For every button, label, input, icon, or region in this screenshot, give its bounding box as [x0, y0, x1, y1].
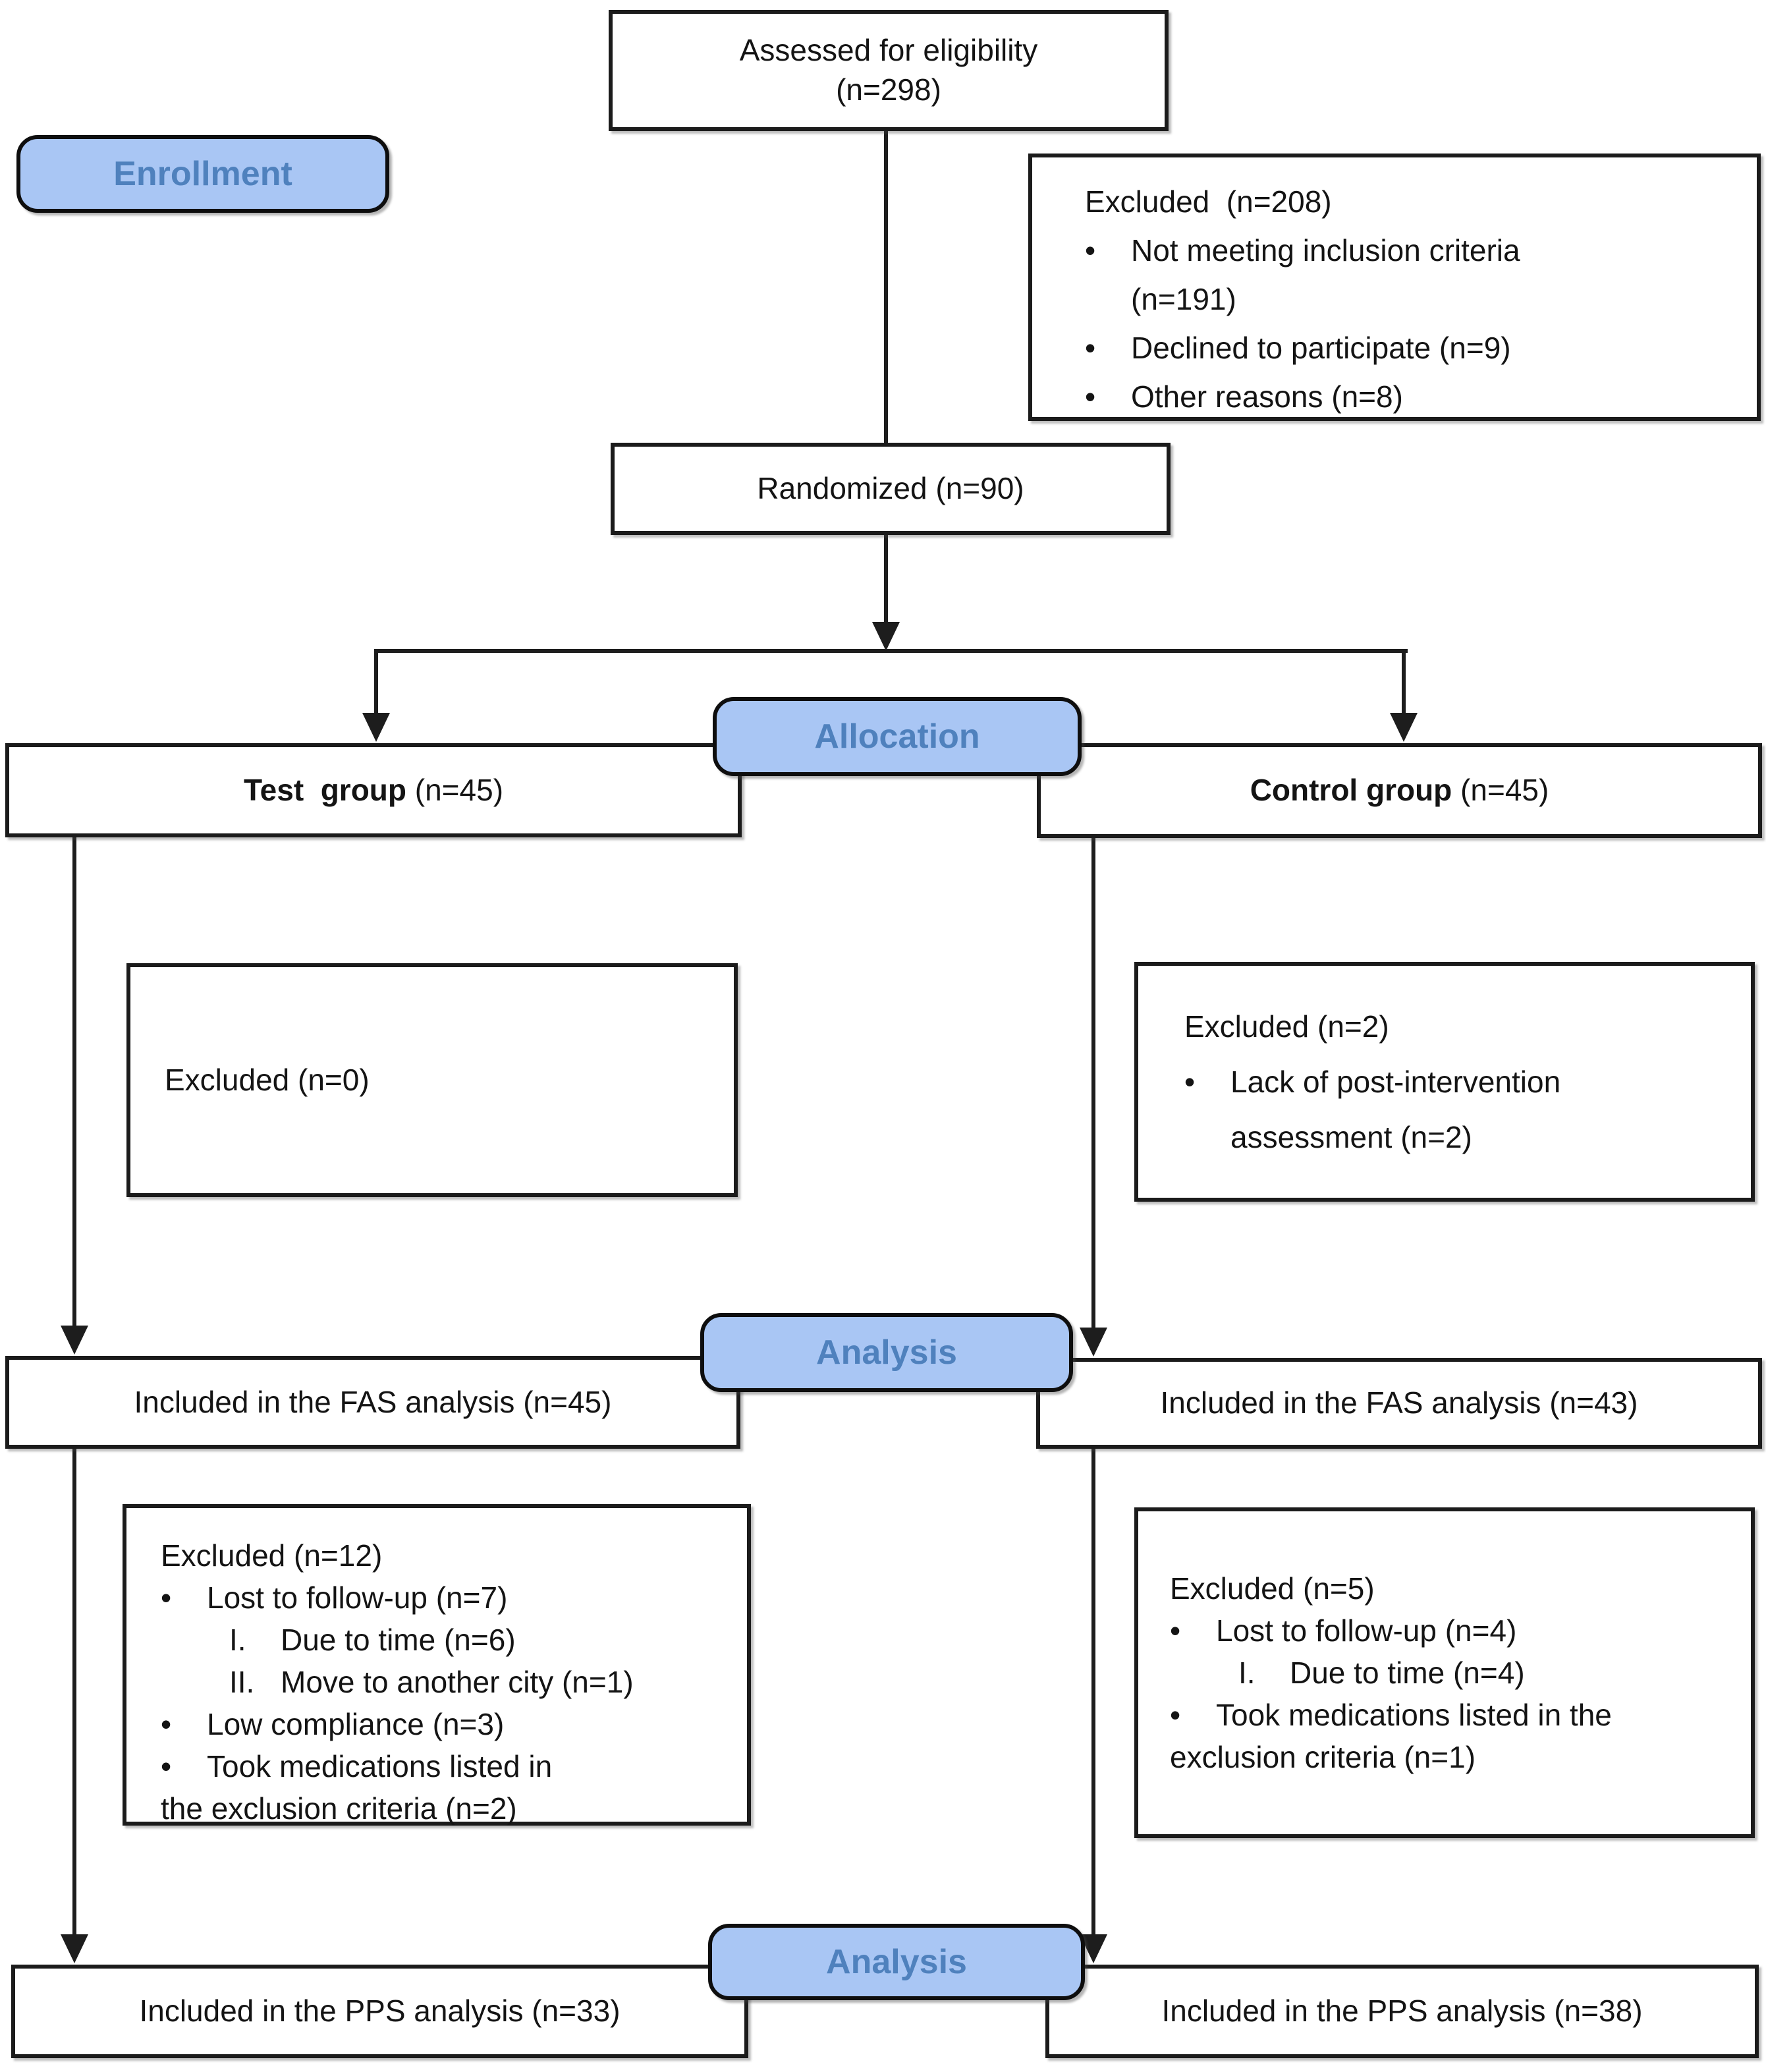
list-item: I. Due to time (n=6): [229, 1619, 736, 1661]
analysis-fas-badge-label: Analysis: [816, 1333, 957, 1372]
list-item: • Low compliance (n=3): [161, 1703, 736, 1745]
list-item: • Other reasons (n=8): [1085, 372, 1744, 421]
control-fas-excluded-title: Excluded (n=5): [1170, 1571, 1375, 1606]
list-item-text: Other reasons (n=8): [1131, 379, 1403, 414]
list-item: • Not meeting inclusion criteria: [1085, 226, 1744, 275]
test-group-box: Test group (n=45): [5, 743, 742, 837]
control-fas-box: Included in the FAS analysis (n=43): [1036, 1358, 1762, 1449]
list-item: • Took medications listed in the: [1170, 1694, 1743, 1736]
arrowhead-control-fas-icon: [1080, 1328, 1107, 1357]
arrowhead-control-group-icon: [1390, 713, 1418, 742]
bullet-icon: •: [161, 1581, 172, 1615]
test-excluded-box: Excluded (n=0): [126, 963, 738, 1197]
list-item-text: (n=191): [1131, 282, 1236, 316]
list-item: • Took medications listed in: [161, 1745, 736, 1787]
list-item-text: Lost to follow-up (n=7): [207, 1581, 508, 1615]
test-group-label: Test group (n=45): [243, 772, 504, 807]
list-item-text: Lost to follow-up (n=4): [1216, 1613, 1517, 1648]
list-item: • Lack of post-intervention: [1184, 1054, 1738, 1109]
control-excluded-box: Excluded (n=2) • Lack of post-interventi…: [1134, 962, 1755, 1202]
control-pps-box: Included in the PPS analysis (n=38): [1045, 1965, 1759, 2058]
allocation-badge-label: Allocation: [814, 717, 980, 756]
bullet-icon: •: [1170, 1698, 1181, 1732]
list-item: I. Due to time (n=4): [1238, 1652, 1743, 1694]
test-pps-box: Included in the PPS analysis (n=33): [11, 1965, 748, 2058]
control-fas-excluded-box: Excluded (n=5) • Lost to follow-up (n=4)…: [1134, 1507, 1755, 1838]
bullet-icon: •: [161, 1707, 172, 1741]
test-excluded-title: Excluded (n=0): [165, 1062, 370, 1097]
excluded-screening-title: Excluded (n=208): [1085, 184, 1332, 219]
analysis-fas-badge: Analysis: [700, 1313, 1073, 1392]
enrollment-badge-label: Enrollment: [113, 155, 292, 193]
connector-assessed-to-randomized: [884, 129, 888, 444]
allocation-badge: Allocation: [713, 697, 1082, 776]
bullet-icon: •: [1085, 379, 1096, 414]
list-item: • Lost to follow-up (n=4): [1170, 1610, 1743, 1652]
list-item: the exclusion criteria (n=2): [161, 1787, 736, 1830]
roman-numeral-marker: II.: [229, 1665, 255, 1699]
list-item-text: Move to another city (n=1): [281, 1665, 634, 1699]
connector-control-fas-to-pps: [1091, 1447, 1095, 1937]
excluded-screening-box: Excluded (n=208) • Not meeting inclusion…: [1028, 154, 1761, 421]
control-fas-label: Included in the FAS analysis (n=43): [1160, 1386, 1638, 1420]
connector-control-to-fas: [1091, 834, 1095, 1330]
list-item: exclusion criteria (n=1): [1170, 1736, 1743, 1778]
list-item-text: Due to time (n=4): [1290, 1656, 1525, 1690]
test-fas-excluded-box: Excluded (n=12) • Lost to follow-up (n=7…: [123, 1504, 751, 1826]
list-item-text: exclusion criteria (n=1): [1170, 1740, 1476, 1774]
bullet-icon: •: [1170, 1613, 1181, 1648]
list-item: II. Move to another city (n=1): [229, 1661, 736, 1703]
list-item-text: the exclusion criteria (n=2): [161, 1791, 517, 1826]
control-group-box: Control group (n=45): [1037, 743, 1762, 838]
arrowhead-split-icon: [872, 622, 900, 651]
control-pps-label: Included in the PPS analysis (n=38): [1161, 1994, 1643, 2029]
assessed-box: Assessed for eligibility (n=298): [609, 10, 1169, 131]
list-item-text: Low compliance (n=3): [207, 1707, 505, 1741]
control-excluded-title: Excluded (n=2): [1184, 1009, 1389, 1044]
connector-split-horizontal: [374, 649, 1408, 653]
list-item-text: Not meeting inclusion criteria: [1131, 233, 1520, 267]
test-fas-box: Included in the FAS analysis (n=45): [5, 1356, 740, 1449]
bullet-icon: •: [1085, 331, 1096, 365]
arrowhead-test-group-icon: [362, 713, 390, 742]
randomized-box: Randomized (n=90): [611, 443, 1171, 535]
bullet-icon: •: [161, 1749, 172, 1783]
randomized-label: Randomized (n=90): [757, 471, 1024, 506]
roman-numeral-marker: I.: [229, 1623, 246, 1657]
test-pps-label: Included in the PPS analysis (n=33): [139, 1994, 621, 2029]
test-fas-label: Included in the FAS analysis (n=45): [134, 1384, 612, 1419]
bullet-icon: •: [1184, 1065, 1196, 1099]
list-item: • Declined to participate (n=9): [1085, 323, 1744, 372]
connector-split-to-test: [374, 651, 378, 714]
analysis-pps-badge-label: Analysis: [826, 1943, 967, 1981]
analysis-pps-badge: Analysis: [708, 1924, 1085, 2000]
list-item-text: Due to time (n=6): [281, 1623, 516, 1657]
connector-randomized-to-split: [884, 532, 888, 626]
connector-test-to-fas: [72, 834, 76, 1328]
list-item-text: Declined to participate (n=9): [1131, 331, 1511, 365]
list-item-text: Lack of post-intervention: [1230, 1065, 1561, 1099]
control-group-label: Control group (n=45): [1250, 773, 1549, 808]
list-item-text: assessment (n=2): [1230, 1120, 1472, 1154]
list-item: (n=191): [1085, 275, 1744, 323]
enrollment-badge: Enrollment: [16, 135, 389, 213]
connector-split-to-control: [1402, 651, 1406, 714]
assessed-label: Assessed for eligibility (n=298): [739, 33, 1038, 107]
connector-test-fas-to-pps: [72, 1447, 76, 1937]
test-fas-excluded-title: Excluded (n=12): [161, 1538, 383, 1573]
list-item-text: Took medications listed in the: [1216, 1698, 1612, 1732]
list-item-text: Took medications listed in: [207, 1749, 553, 1783]
bullet-icon: •: [1085, 233, 1096, 267]
list-item: assessment (n=2): [1184, 1109, 1738, 1165]
arrowhead-test-fas-icon: [61, 1326, 88, 1355]
roman-numeral-marker: I.: [1238, 1656, 1256, 1690]
list-item: • Lost to follow-up (n=7): [161, 1577, 736, 1619]
arrowhead-test-pps-icon: [61, 1934, 88, 1963]
